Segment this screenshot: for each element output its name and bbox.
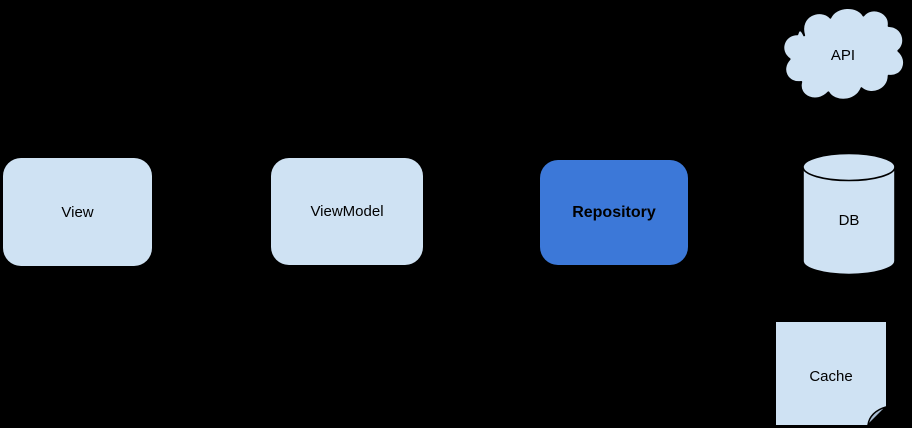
node-view: View: [3, 158, 152, 266]
node-view-label: View: [61, 203, 94, 221]
node-viewmodel-label: ViewModel: [310, 203, 384, 220]
cloud-icon: [782, 6, 905, 101]
node-viewmodel: ViewModel: [271, 158, 423, 265]
database-cylinder-icon: [802, 152, 896, 276]
node-repository: Repository: [540, 160, 688, 265]
note-icon: [776, 322, 886, 425]
node-repository-label: Repository: [572, 203, 656, 221]
